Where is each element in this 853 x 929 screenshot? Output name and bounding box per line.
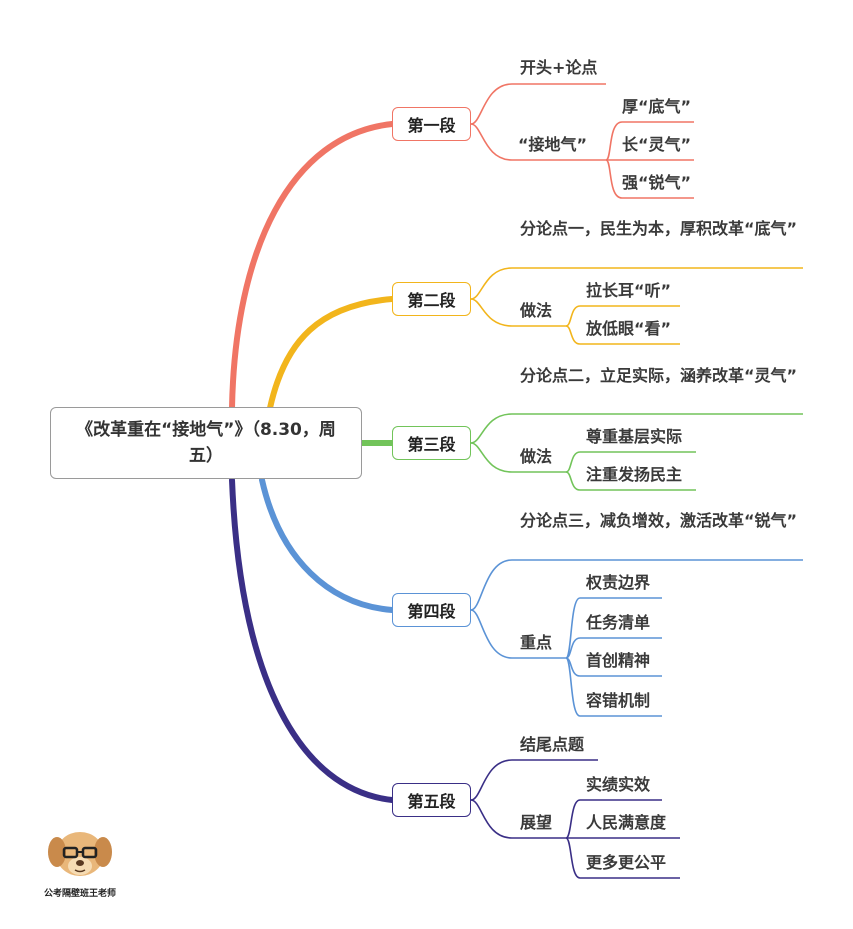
trunk-2 [267,296,395,411]
section-1-item-2: 长“灵气” [622,135,692,154]
section-1-topic: 开头+论点 [520,58,598,77]
section-4-item-2: 任务清单 [586,613,651,632]
section-3-topic: 分论点二，立足实际，涵养改革“灵气” [520,366,798,385]
trunk-5 [229,477,395,803]
section-1-item-3: 强“锐气” [622,173,692,192]
section-2-node[interactable]: 第二段 [392,282,471,316]
dog-mascot-icon [48,832,112,876]
section-2-item-2: 放低眼“看” [586,319,672,338]
section-3-item-1: 尊重基层实际 [586,427,683,446]
section-4-node[interactable]: 第四段 [392,593,471,627]
section-1-sub: “接地气” [518,135,588,154]
section-5-node[interactable]: 第五段 [392,783,471,817]
section-1-item-1: 厚“底气” [622,97,692,116]
section-4-sub: 重点 [520,633,553,652]
trunk-4 [259,477,395,613]
section-3-node[interactable]: 第三段 [392,426,471,460]
root-title: 《改革重在“接地气”》（8.30，周五） [76,420,336,466]
section-4-item-1: 权责边界 [586,573,651,592]
section-5-item-2: 人民满意度 [586,813,667,832]
section-3-label: 第三段 [407,435,456,454]
section-4-item-3: 首创精神 [586,651,651,670]
section-2-item-1: 拉长耳“听” [586,281,672,300]
section-1-label: 第一段 [407,116,456,135]
watermark-name: 公考隔壁班王老师 [44,889,117,899]
section-2-sub: 做法 [520,301,553,320]
section-4-item-4: 容错机制 [586,691,651,710]
section-5-topic: 结尾点题 [520,735,585,754]
section-3-sub: 做法 [520,447,553,466]
section-2-label: 第二段 [407,291,456,310]
section-5-item-3: 更多更公平 [586,853,667,872]
section-3-item-2: 注重发扬民主 [586,465,683,484]
section-1-node[interactable]: 第一段 [392,107,471,141]
section-5-item-1: 实绩实效 [586,775,651,794]
section-4-label: 第四段 [407,602,456,621]
trunk-1 [229,121,395,411]
section-2-topic: 分论点一，民生为本，厚积改革“底气” [520,219,798,238]
section-4-topic: 分论点三，减负增效，激活改革“锐气” [520,511,798,530]
section-5-label: 第五段 [407,792,456,811]
section-5-sub: 展望 [520,813,553,832]
root-topic[interactable]: 《改革重在“接地气”》（8.30，周五） [50,407,362,479]
